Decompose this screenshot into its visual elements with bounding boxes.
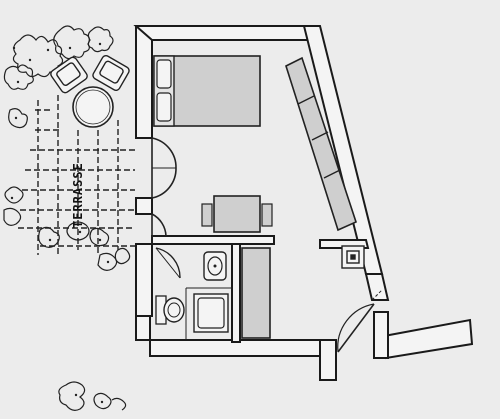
wall-bathroom-right — [231, 243, 241, 343]
wall-entry-right — [382, 318, 474, 360]
shower-icon — [193, 293, 229, 333]
terrace-label: TERRASSE — [71, 162, 85, 228]
round-table-icon — [72, 86, 114, 128]
kitchen-counter — [241, 247, 271, 339]
bed-icon — [153, 55, 261, 127]
wall-left-mid — [135, 197, 153, 215]
chimney-icon — [341, 245, 365, 269]
wall-kitchen-divider — [151, 235, 275, 245]
wall-entry-stub — [373, 311, 389, 359]
chair-left — [201, 203, 213, 227]
door-swing-icon — [155, 247, 181, 279]
wall-right-lower — [364, 273, 390, 301]
bathroom — [155, 247, 232, 340]
dining-table — [201, 195, 273, 233]
toilet-icon — [155, 295, 185, 325]
table-top — [213, 195, 261, 233]
foliage-dots — [10, 42, 110, 404]
terrace-paving-grid — [18, 95, 135, 255]
chair-right — [261, 203, 273, 227]
wall-left-base — [135, 315, 151, 341]
wall-left-lower — [135, 243, 153, 317]
wall-left-upper — [135, 25, 153, 139]
foliage-icon — [3, 25, 131, 411]
wardrobe — [285, 56, 357, 232]
pillow-icon — [156, 92, 172, 122]
lounge-chair-icon — [92, 55, 130, 91]
pillow-icon — [156, 59, 172, 89]
walls — [133, 25, 474, 381]
sink-icon — [203, 251, 227, 281]
wall-top — [133, 25, 319, 41]
lounge-chair-icon — [50, 56, 88, 94]
door-swing-icon — [337, 289, 383, 353]
terrace-area: TERRASSE — [3, 25, 135, 411]
door-swing-icon — [151, 137, 177, 199]
door-swing-icon — [151, 213, 167, 244]
wall-bottom-notch — [319, 339, 337, 381]
